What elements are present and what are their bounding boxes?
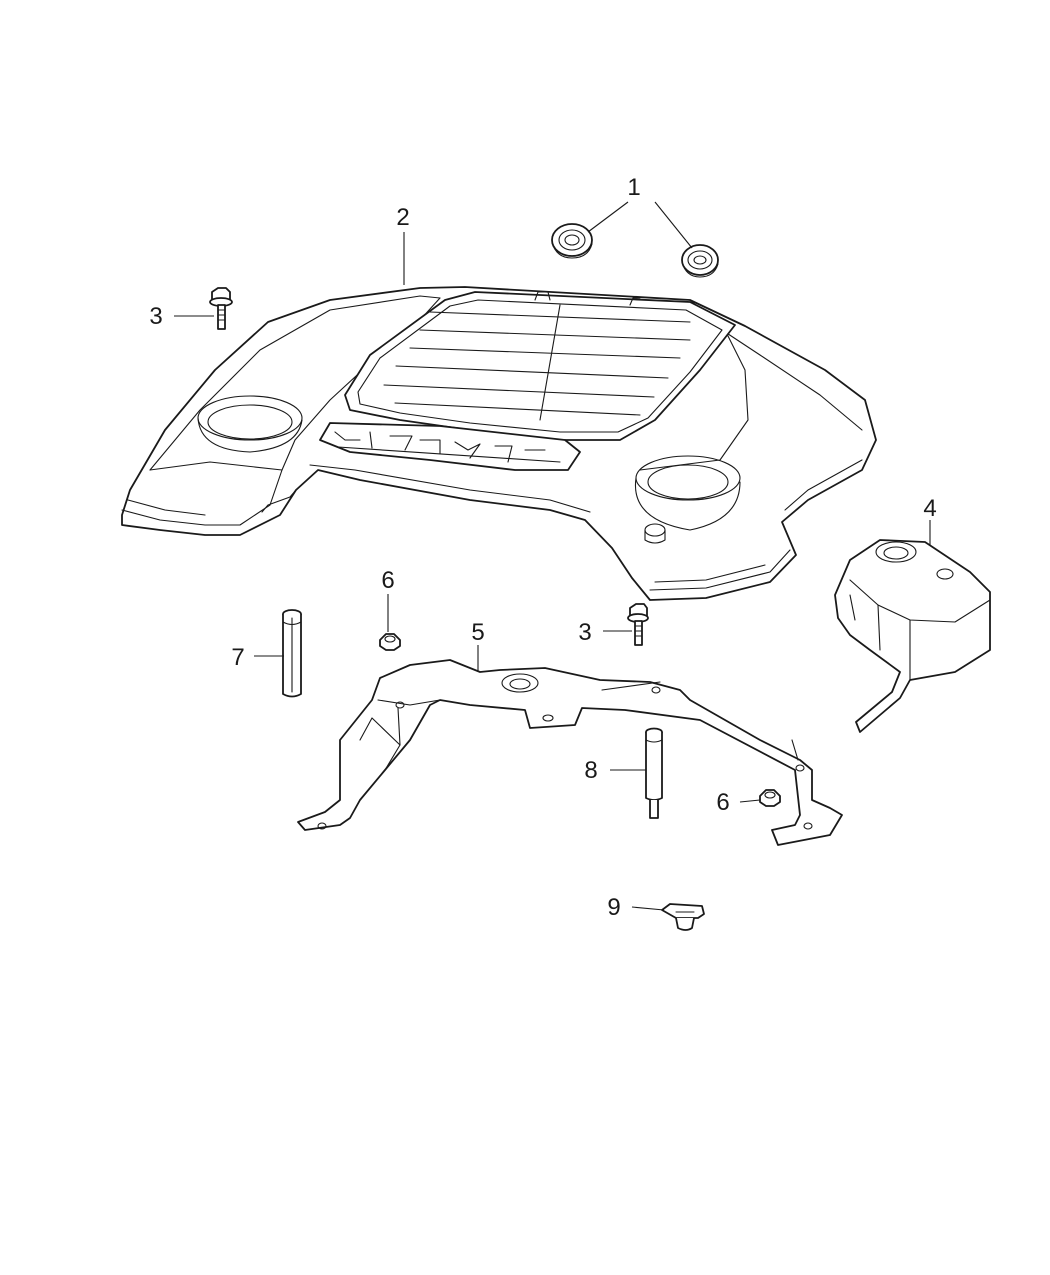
stud-8 [645, 727, 663, 819]
grommet-1b [681, 244, 719, 278]
clip-9 [661, 903, 705, 931]
insulator-bracket [834, 539, 991, 733]
callout-7: 7 [231, 644, 244, 671]
callout-9: 9 [607, 894, 620, 921]
bolt-3b [627, 603, 649, 646]
callout-8: 8 [584, 757, 597, 784]
engine-cover [121, 286, 877, 601]
nut-6a [379, 633, 401, 651]
bolt-3a [209, 287, 233, 330]
callout-6-bottom: 6 [716, 789, 729, 816]
leader-lines [174, 201, 931, 911]
grommet-1a [551, 223, 593, 259]
callout-6-top: 6 [381, 567, 394, 594]
callout-3-top: 3 [149, 303, 162, 330]
stud-7 [282, 609, 302, 698]
callout-1: 1 [627, 174, 640, 201]
callout-2: 2 [396, 204, 409, 231]
callout-3-bottom: 3 [578, 619, 591, 646]
callout-5: 5 [471, 619, 484, 646]
callout-4: 4 [923, 495, 936, 522]
nut-6b [759, 789, 781, 807]
mounting-bracket [297, 659, 843, 846]
